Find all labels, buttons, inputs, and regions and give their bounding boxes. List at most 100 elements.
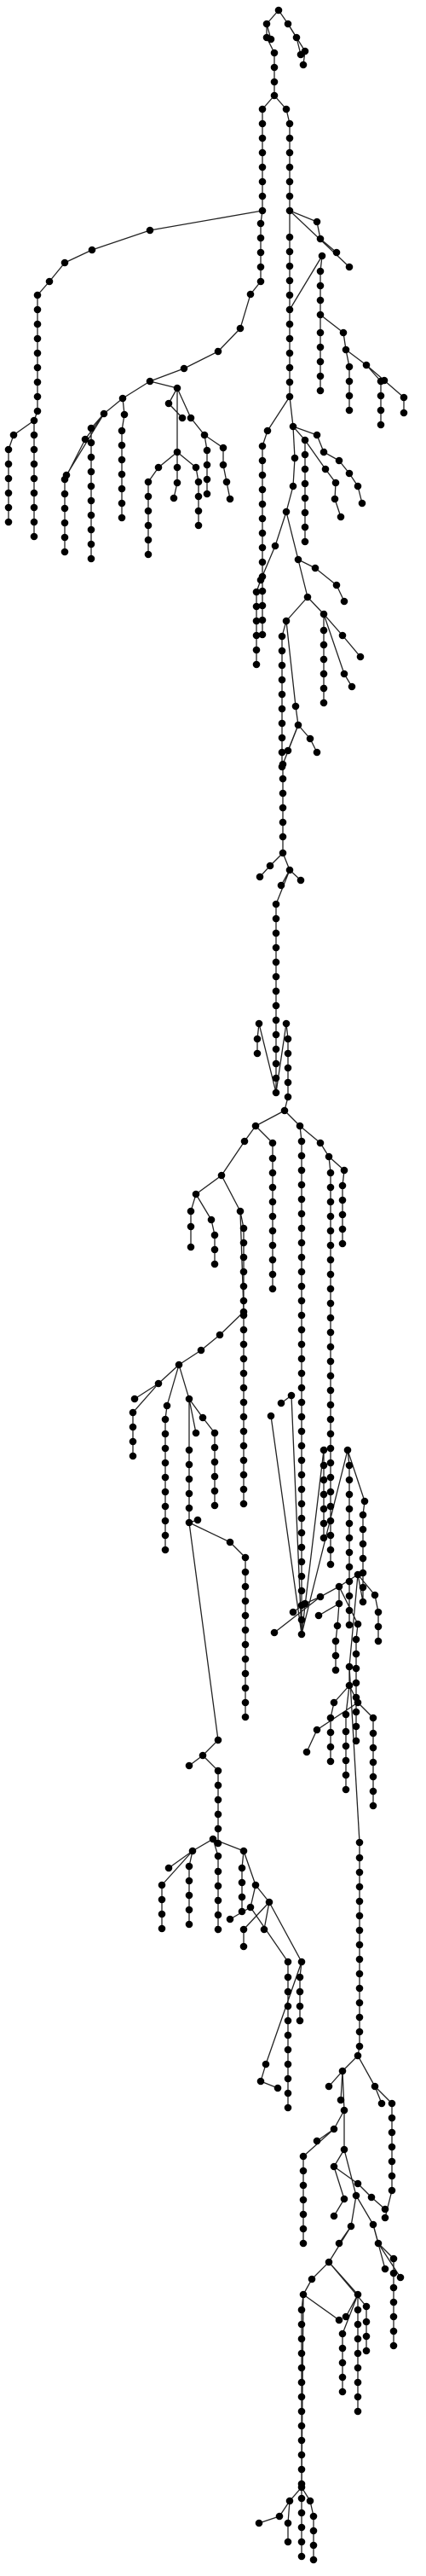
- tree-edge: [243, 1850, 256, 1886]
- tree-node: [278, 719, 286, 728]
- tree-node: [33, 349, 42, 357]
- tree-node: [326, 1459, 335, 1467]
- tree-node: [161, 1444, 170, 1453]
- tree-node: [258, 616, 267, 624]
- tree-edge: [292, 426, 296, 459]
- tree-node: [296, 2002, 304, 2010]
- tree-node: [316, 1593, 325, 1601]
- tree-edge: [311, 2261, 330, 2280]
- tree-node: [214, 1810, 222, 1819]
- tree-node: [325, 2082, 333, 2091]
- tree-node: [337, 2096, 345, 2104]
- tree-node: [158, 1895, 166, 1904]
- tree-node: [355, 1854, 364, 1862]
- tree-edge: [342, 2294, 359, 2335]
- tree-edge: [289, 255, 323, 310]
- tree-node: [354, 1570, 362, 1579]
- tree-edge: [306, 1729, 318, 1753]
- tree-node: [279, 760, 287, 769]
- tree-node: [320, 699, 328, 707]
- tree-node: [326, 1488, 335, 1496]
- tree-nodes: [4, 6, 408, 2564]
- tree-node: [284, 1958, 292, 1966]
- tree-edge: [282, 724, 299, 765]
- tree-node: [258, 485, 267, 494]
- tree-node: [284, 2031, 292, 2039]
- tree-edge: [178, 1364, 190, 1400]
- tree-node: [297, 1500, 306, 1508]
- tree-node: [258, 105, 267, 113]
- tree-node: [214, 1925, 222, 1934]
- tree-node: [268, 1241, 277, 1250]
- tree-node: [297, 1253, 306, 1262]
- tree-node: [309, 2541, 318, 2550]
- tree-node: [369, 1787, 377, 1796]
- tree-node: [367, 2193, 376, 2202]
- tree-node: [299, 2210, 308, 2219]
- tree-node: [316, 267, 325, 276]
- tree-node: [335, 2316, 343, 2324]
- tree-edge: [270, 1415, 302, 1635]
- tree-node: [161, 1415, 170, 1424]
- tree-node: [187, 1222, 195, 1231]
- tree-node: [185, 1446, 193, 1454]
- tree-edge: [134, 1383, 159, 1400]
- tree-node: [359, 1598, 367, 1606]
- tree-node: [175, 1361, 183, 1369]
- tree-node: [316, 328, 325, 337]
- tree-node: [214, 1867, 222, 1876]
- tree-node: [332, 248, 341, 257]
- tree-node: [388, 2099, 396, 2108]
- tree-edge: [103, 397, 124, 415]
- tree-node: [338, 2373, 347, 2382]
- tree-node: [359, 1583, 367, 1592]
- tree-node: [194, 507, 203, 515]
- tree-edge: [195, 1193, 212, 1221]
- tree-node: [326, 1372, 335, 1380]
- tree-node: [279, 818, 287, 827]
- tree-node: [268, 1183, 277, 1192]
- tree-edge: [132, 1383, 159, 1413]
- tree-node: [355, 1970, 364, 1978]
- tree-node: [326, 1198, 335, 1206]
- tree-node: [320, 1490, 328, 1499]
- tree-node: [285, 119, 294, 128]
- tree-node: [326, 1357, 335, 1366]
- tree-edge: [350, 2195, 357, 2227]
- tree-node: [214, 1825, 222, 1833]
- tree-node: [303, 593, 312, 601]
- tree-node: [301, 450, 309, 459]
- tree-node: [214, 1852, 222, 1860]
- tree-node: [258, 558, 267, 566]
- tree-node: [301, 494, 309, 502]
- tree-node: [297, 1529, 306, 1537]
- tree-node: [369, 1743, 377, 1752]
- tree-node: [30, 445, 38, 454]
- tree-edge: [149, 210, 263, 231]
- tree-node: [342, 1710, 350, 1719]
- tree-node: [352, 1664, 360, 1673]
- tree-node: [161, 1546, 170, 1554]
- tree-node: [214, 1911, 222, 1919]
- tree-node: [270, 63, 279, 72]
- tree-node: [239, 1326, 248, 1334]
- tree-node: [210, 1501, 219, 1510]
- tree-node: [222, 478, 231, 486]
- tree-edge: [91, 229, 151, 251]
- tree-node: [30, 460, 38, 468]
- tree-node: [284, 20, 292, 28]
- tree-node: [87, 424, 95, 432]
- tree-edge: [188, 1522, 231, 1543]
- tree-node: [88, 246, 96, 254]
- tree-node: [332, 581, 341, 589]
- tree-node: [345, 1476, 354, 1484]
- tree-node: [118, 455, 126, 464]
- tree-node: [272, 929, 280, 937]
- tree-node: [291, 454, 299, 462]
- tree-node: [60, 504, 69, 513]
- tree-node: [239, 1442, 248, 1450]
- tree-node: [239, 1282, 248, 1291]
- tree-node: [268, 1270, 277, 1279]
- tree-node: [144, 536, 153, 544]
- tree-node: [268, 1198, 277, 1206]
